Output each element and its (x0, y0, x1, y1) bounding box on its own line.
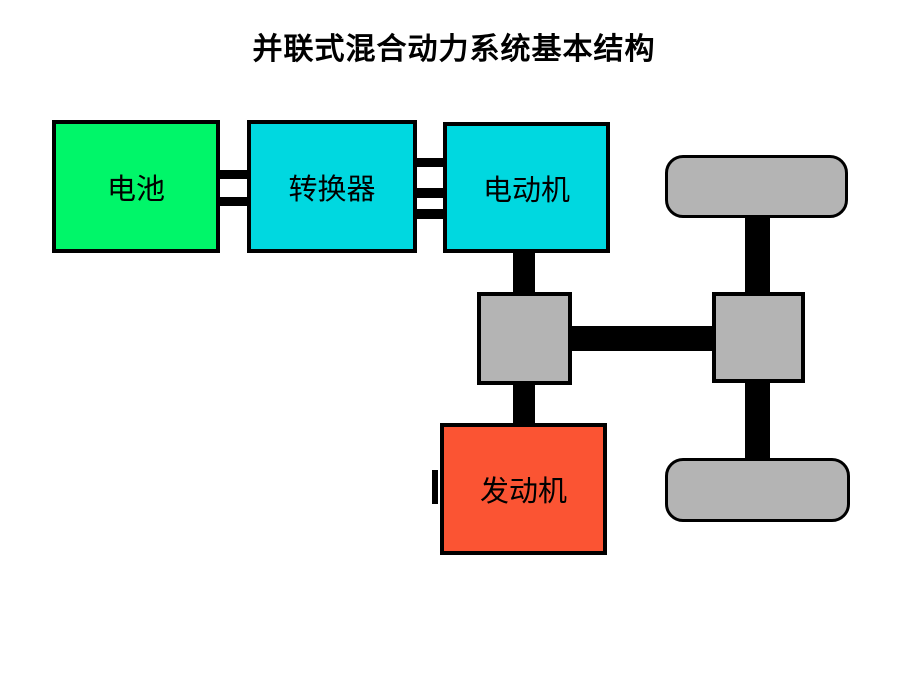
gearbox-block (477, 292, 572, 385)
converter-box: 转换器 (247, 120, 417, 253)
converter-motor-line-2 (412, 188, 448, 198)
converter-motor-line-3 (412, 209, 448, 219)
battery-converter-line-1 (216, 170, 252, 179)
engine-left-stub (432, 470, 438, 504)
motor-gearbox-shaft (513, 250, 535, 296)
axle-to-top-wheel (745, 212, 770, 296)
converter-label: 转换器 (288, 173, 376, 206)
engine-label: 发动机 (479, 476, 567, 508)
differential-block (712, 292, 805, 383)
gearbox-differential-driveshaft (570, 326, 716, 351)
motor-box: 电动机 (443, 122, 610, 253)
converter-motor-line-1 (412, 158, 448, 167)
axle-to-bottom-wheel (745, 379, 770, 462)
bottom-wheel (665, 458, 850, 522)
battery-box: 电池 (52, 120, 220, 253)
diagram-title: 并联式混合动力系统基本结构 (252, 33, 656, 66)
battery-label: 电池 (106, 173, 165, 206)
engine-box: 发动机 (440, 423, 607, 555)
battery-converter-line-2 (216, 197, 252, 206)
motor-label: 电动机 (482, 174, 570, 207)
top-wheel (665, 155, 848, 218)
gearbox-engine-shaft (513, 381, 535, 427)
